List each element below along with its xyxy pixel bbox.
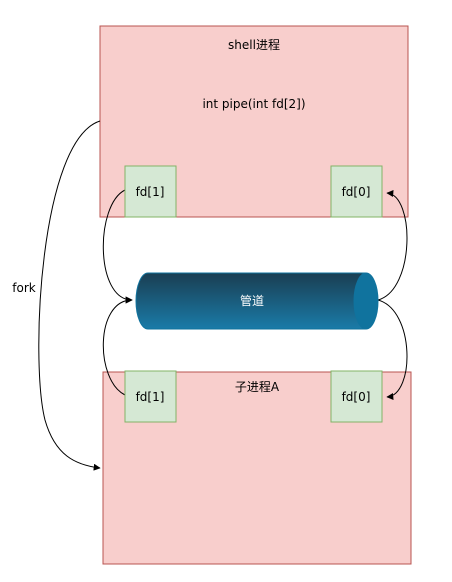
connector-shell-write-to-pipe — [102, 189, 133, 304]
child-fd-read-label: fd[0] — [342, 390, 371, 404]
shell-fd-read-box — [330, 165, 383, 218]
child-fd-write: fd[1] — [124, 370, 177, 423]
connectors — [38, 120, 408, 471]
fork-label: fork — [12, 281, 36, 295]
shell-fd-write-label: fd[1] — [136, 185, 165, 199]
child-fd-read: fd[0] — [330, 370, 383, 423]
pipe-end-cap — [353, 272, 379, 330]
pipe-body — [135, 272, 367, 330]
child-fd-write-label: fd[1] — [136, 390, 165, 404]
shell-fd-write-box — [124, 165, 177, 218]
child-fd-write-box — [124, 370, 177, 423]
connector-pipe-to-shell-read — [377, 189, 408, 301]
child-fd-read-box — [330, 370, 383, 423]
connector-child-write-to-pipe — [102, 296, 133, 396]
connector-pipe-to-child-read — [377, 299, 408, 401]
shell-fd-read-label: fd[0] — [342, 185, 371, 199]
fork-arrow — [38, 120, 101, 471]
pipe: 管道 — [135, 272, 379, 330]
shell-fd-write: fd[1] — [124, 165, 177, 218]
pipe-call-text: int pipe(int fd[2]) — [202, 97, 305, 111]
shell-fd-read: fd[0] — [330, 165, 383, 218]
child-process-title: 子进程A — [235, 379, 280, 394]
shell-process-title: shell进程 — [228, 37, 280, 52]
pipe-label: 管道 — [240, 293, 264, 308]
